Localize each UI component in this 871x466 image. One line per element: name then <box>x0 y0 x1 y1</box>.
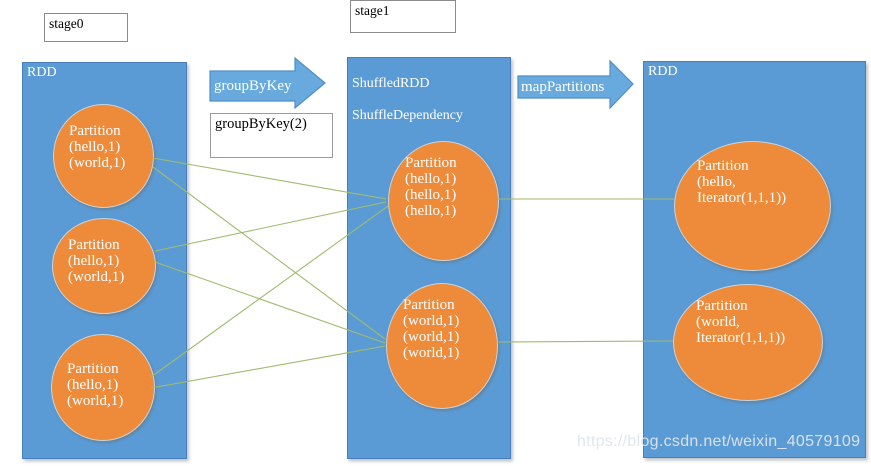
partition-text-line: (world,1) <box>403 329 460 345</box>
shuffled-partition-hello-text: Partition (hello,1) (hello,1) (hello,1) <box>405 155 457 219</box>
right-rdd-container: RDD Partition (hello, Iterator(1,1,1)) P… <box>643 61 866 458</box>
left-partition-1: Partition (hello,1) (world,1) <box>53 104 154 208</box>
right-partition-hello: Partition (hello, Iterator(1,1,1)) <box>674 141 831 271</box>
partition-text-line: Partition <box>696 298 748 314</box>
partition-text-line: (hello,1) <box>405 171 457 187</box>
partition-text-line: (world,1) <box>403 345 460 361</box>
partition-text-line: Partition <box>403 297 455 313</box>
shuffled-rdd-container: ShuffledRDD ShuffleDependency Partition … <box>347 57 511 459</box>
partition-text-line: Iterator(1,1,1)) <box>697 190 787 206</box>
partition-text-line: Partition <box>697 158 749 174</box>
right-partition-world-text: Partition (world, Iterator(1,1,1)) <box>696 298 785 346</box>
shuffled-rdd-title-line1: ShuffledRDD <box>352 76 430 91</box>
partition-text-line: (hello,1) <box>405 187 457 203</box>
left-rdd-title: RDD <box>27 65 57 80</box>
stage1-label: stage1 <box>355 3 390 18</box>
right-partition-world: Partition (world, Iterator(1,1,1)) <box>673 284 823 401</box>
shuffled-partition-world: Partition (world,1) (world,1) (world,1) <box>386 283 498 409</box>
right-partition-hello-text: Partition (hello, Iterator(1,1,1)) <box>697 158 786 206</box>
partition-text-line: (world,1) <box>67 393 124 409</box>
partition-text-line: Partition <box>405 155 457 171</box>
partition-text-line: Partition <box>69 123 121 139</box>
partition-text-line: (hello,1) <box>68 253 120 269</box>
partition-text-line: Partition <box>67 361 119 377</box>
partition-text-line: Partition <box>68 237 120 253</box>
stage0-label: stage0 <box>49 16 84 31</box>
left-partition-2: Partition (hello,1) (world,1) <box>52 218 156 314</box>
left-partition-3-text: Partition (hello,1) (world,1) <box>67 361 123 409</box>
partition-text-line: (hello, <box>697 174 736 190</box>
partition-text-line: (hello,1) <box>405 203 457 219</box>
groupbykey2-box: groupByKey(2) <box>210 113 333 158</box>
partition-text-line: (world, <box>696 314 740 330</box>
partition-text-line: (hello,1) <box>67 377 119 393</box>
groupbykey2-label: groupByKey(2) <box>215 116 307 132</box>
groupbykey-arrow-label: groupByKey <box>214 78 292 94</box>
left-partition-1-text: Partition (hello,1) (world,1) <box>69 123 125 171</box>
stage1-label-box: stage1 <box>350 0 456 33</box>
shuffled-partition-hello: Partition (hello,1) (hello,1) (hello,1) <box>388 141 499 261</box>
partition-text-line: (world,1) <box>69 155 126 171</box>
left-partition-3: Partition (hello,1) (world,1) <box>51 334 155 441</box>
left-rdd-container: RDD Partition (hello,1) (world,1) Partit… <box>22 62 187 459</box>
mappartitions-arrow-label: mapPartitions <box>521 79 605 95</box>
partition-text-line: (hello,1) <box>69 139 121 155</box>
left-partition-2-text: Partition (hello,1) (world,1) <box>68 237 124 285</box>
csdn-watermark: https://blog.csdn.net/weixin_40579109 <box>577 433 861 450</box>
partition-text-line: (world,1) <box>403 313 460 329</box>
shuffled-partition-world-text: Partition (world,1) (world,1) (world,1) <box>403 297 459 361</box>
right-rdd-title: RDD <box>648 64 678 79</box>
shuffled-rdd-title-line2: ShuffleDependency <box>352 108 463 123</box>
stage0-label-box: stage0 <box>44 13 128 42</box>
partition-text-line: (world,1) <box>68 269 125 285</box>
partition-text-line: Iterator(1,1,1)) <box>696 330 786 346</box>
shuffled-rdd-title: ShuffledRDD ShuffleDependency <box>352 60 463 140</box>
